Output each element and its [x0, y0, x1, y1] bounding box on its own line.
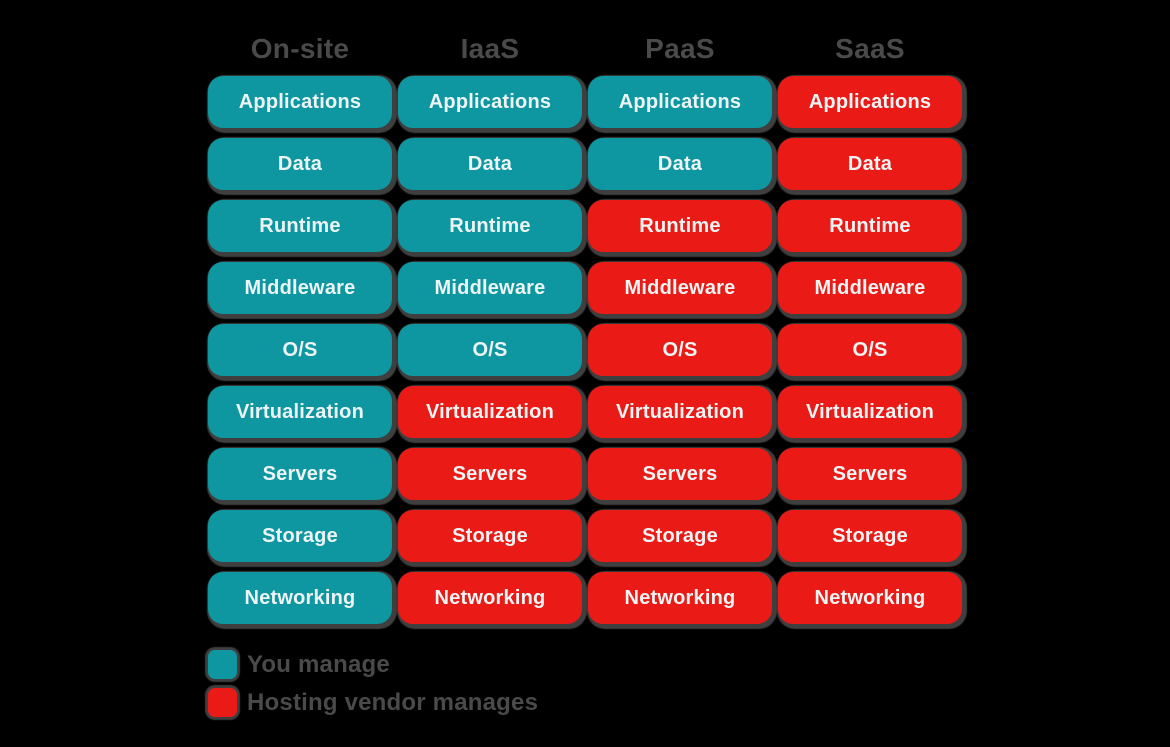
pill-iaas-os: O/S — [398, 324, 582, 376]
legend-item-vendor-manages: Hosting vendor manages — [208, 688, 538, 717]
pill-iaas-applications: Applications — [398, 76, 582, 128]
pill-on-site-data: Data — [208, 138, 392, 190]
pill-paas-storage: Storage — [588, 510, 772, 562]
pill-iaas-servers: Servers — [398, 448, 582, 500]
column-header-iaas: IaaS — [460, 33, 520, 64]
pill-on-site-os: O/S — [208, 324, 392, 376]
column-header-saas: SaaS — [835, 33, 905, 64]
pill-paas-servers: Servers — [588, 448, 772, 500]
pill-on-site-virtualization: Virtualization — [208, 386, 392, 438]
pill-saas-networking: Networking — [778, 572, 962, 624]
column-iaas: IaaS Applications Data Runtime Middlewar… — [398, 22, 582, 634]
legend: You manage Hosting vendor manages — [208, 650, 538, 726]
pill-saas-applications: Applications — [778, 76, 962, 128]
pill-iaas-storage: Storage — [398, 510, 582, 562]
pill-saas-runtime: Runtime — [778, 200, 962, 252]
pill-on-site-servers: Servers — [208, 448, 392, 500]
pill-saas-storage: Storage — [778, 510, 962, 562]
pill-paas-data: Data — [588, 138, 772, 190]
pill-saas-os: O/S — [778, 324, 962, 376]
pill-paas-virtualization: Virtualization — [588, 386, 772, 438]
legend-label-you-manage: You manage — [247, 650, 390, 678]
pill-iaas-data: Data — [398, 138, 582, 190]
column-paas: PaaS Applications Data Runtime Middlewar… — [588, 22, 772, 634]
pill-iaas-runtime: Runtime — [398, 200, 582, 252]
pill-on-site-storage: Storage — [208, 510, 392, 562]
legend-item-you-manage: You manage — [208, 650, 538, 679]
column-header-on-site: On-site — [250, 33, 350, 64]
pill-paas-middleware: Middleware — [588, 262, 772, 314]
column-on-site: On-site Applications Data Runtime Middle… — [208, 22, 392, 634]
pill-saas-middleware: Middleware — [778, 262, 962, 314]
pill-paas-networking: Networking — [588, 572, 772, 624]
pill-on-site-runtime: Runtime — [208, 200, 392, 252]
pill-on-site-applications: Applications — [208, 76, 392, 128]
legend-label-vendor-manages: Hosting vendor manages — [247, 688, 539, 716]
pill-paas-os: O/S — [588, 324, 772, 376]
legend-swatch-you-manage — [208, 650, 237, 679]
column-header-paas: PaaS — [645, 33, 715, 64]
pill-iaas-networking: Networking — [398, 572, 582, 624]
column-saas: SaaS Applications Data Runtime Middlewar… — [778, 22, 962, 634]
pill-on-site-networking: Networking — [208, 572, 392, 624]
pill-saas-data: Data — [778, 138, 962, 190]
pill-saas-virtualization: Virtualization — [778, 386, 962, 438]
pill-saas-servers: Servers — [778, 448, 962, 500]
pill-paas-runtime: Runtime — [588, 200, 772, 252]
pill-iaas-middleware: Middleware — [398, 262, 582, 314]
pill-on-site-middleware: Middleware — [208, 262, 392, 314]
pill-paas-applications: Applications — [588, 76, 772, 128]
pill-iaas-virtualization: Virtualization — [398, 386, 582, 438]
legend-swatch-vendor-manages — [208, 688, 237, 717]
